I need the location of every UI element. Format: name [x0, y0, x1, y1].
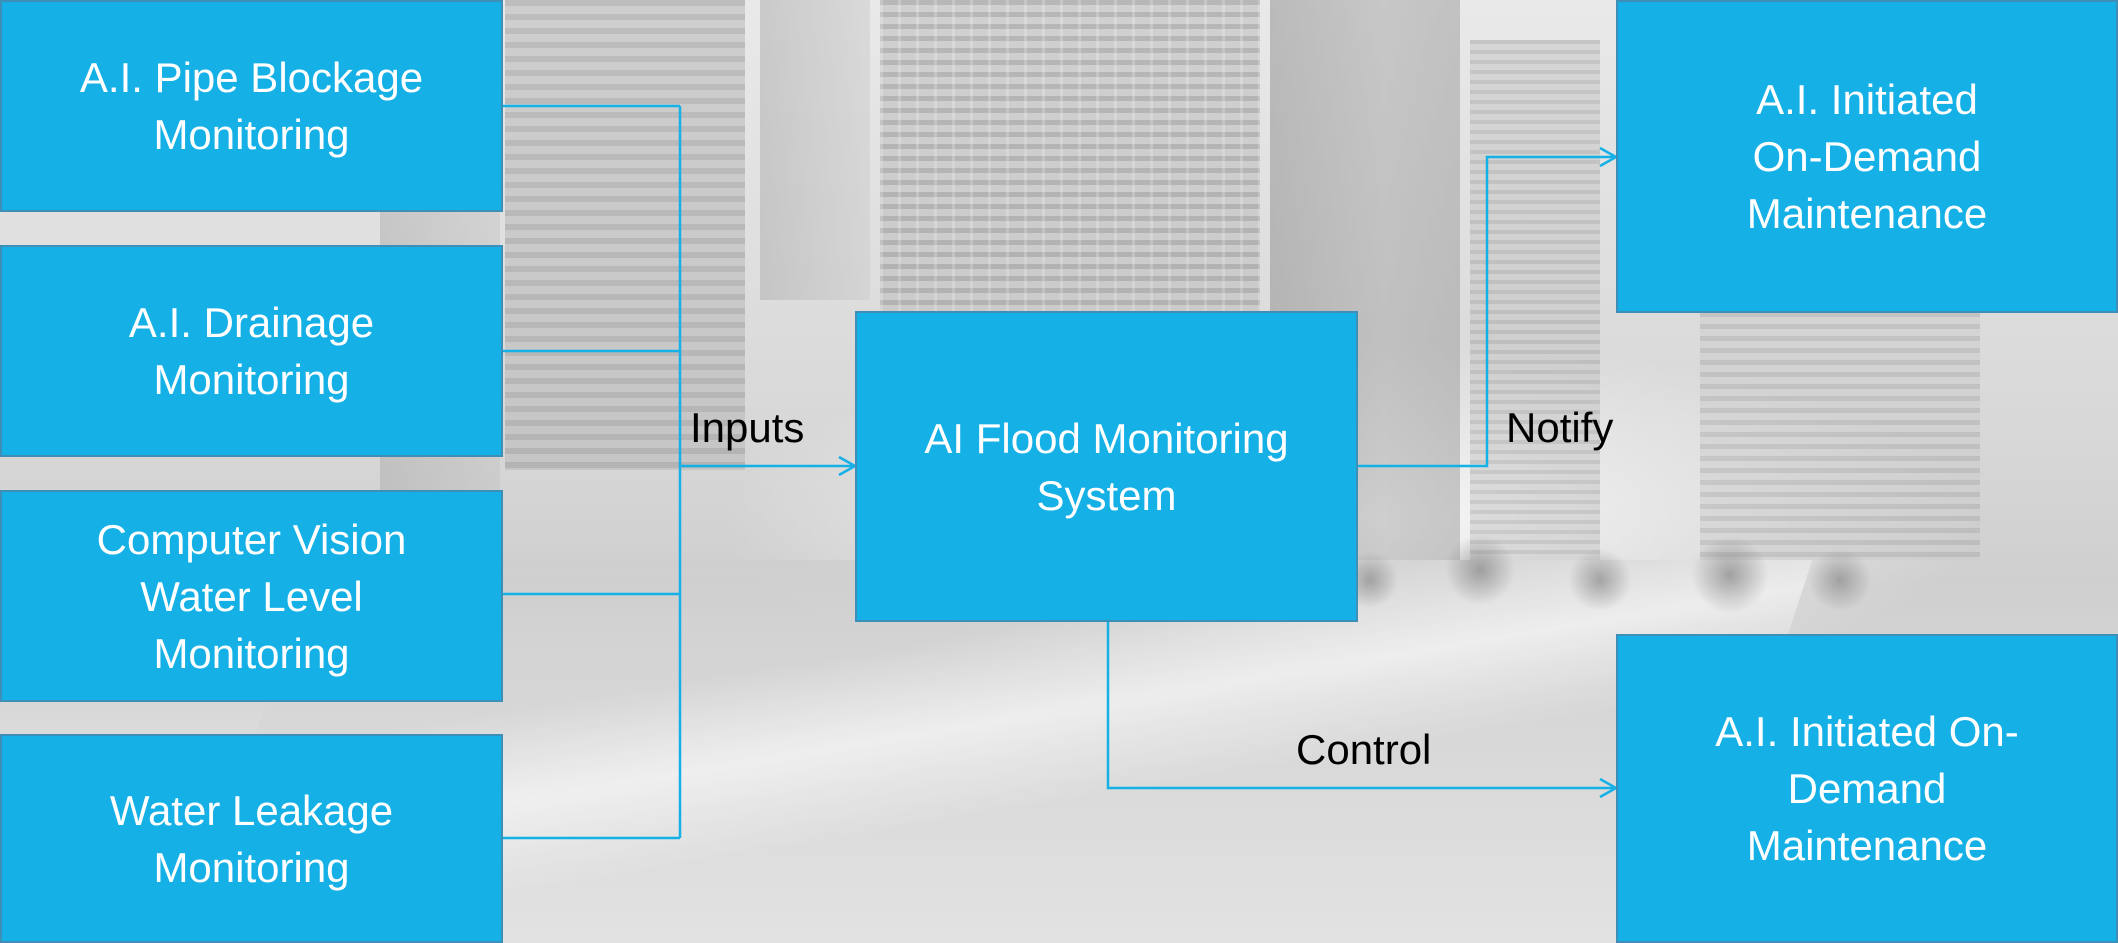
building: [505, 0, 745, 470]
flood-monitoring-system-box: AI Flood Monitoring System: [855, 311, 1358, 622]
box-label: A.I. Pipe Blockage Monitoring: [79, 54, 424, 158]
building: [1470, 40, 1600, 560]
box-label: AI Flood Monitoring System: [924, 414, 1289, 519]
tree-line: [1330, 520, 1890, 630]
water-leakage-monitoring-box: Water Leakage Monitoring: [0, 734, 503, 943]
building: [1700, 300, 1980, 560]
pipe-blockage-monitoring-box: A.I. Pipe Blockage Monitoring: [0, 0, 503, 212]
box-label: A.I. Initiated On-Demand Maintenance: [1746, 76, 1988, 237]
building: [760, 0, 870, 300]
control-maintenance-box: A.I. Initiated On- Demand Maintenance: [1616, 634, 2118, 943]
inputs-edge-label: Inputs: [690, 404, 805, 451]
control-arrow: [1106, 622, 1619, 799]
building: [880, 0, 1260, 320]
control-edge-label: Control: [1296, 726, 1432, 773]
notify-arrow: [1358, 146, 1619, 468]
box-label: Water Leakage Monitoring: [109, 786, 394, 891]
box-label: Computer Vision Water Level Monitoring: [96, 515, 407, 677]
drainage-monitoring-box: A.I. Drainage Monitoring: [0, 245, 503, 457]
notify-maintenance-box: A.I. Initiated On-Demand Maintenance: [1616, 0, 2118, 313]
box-label: A.I. Drainage Monitoring: [128, 299, 375, 403]
notify-edge-label: Notify: [1506, 404, 1614, 451]
box-label: A.I. Initiated On- Demand Maintenance: [1715, 708, 2019, 869]
water-level-monitoring-box: Computer Vision Water Level Monitoring: [0, 490, 503, 702]
